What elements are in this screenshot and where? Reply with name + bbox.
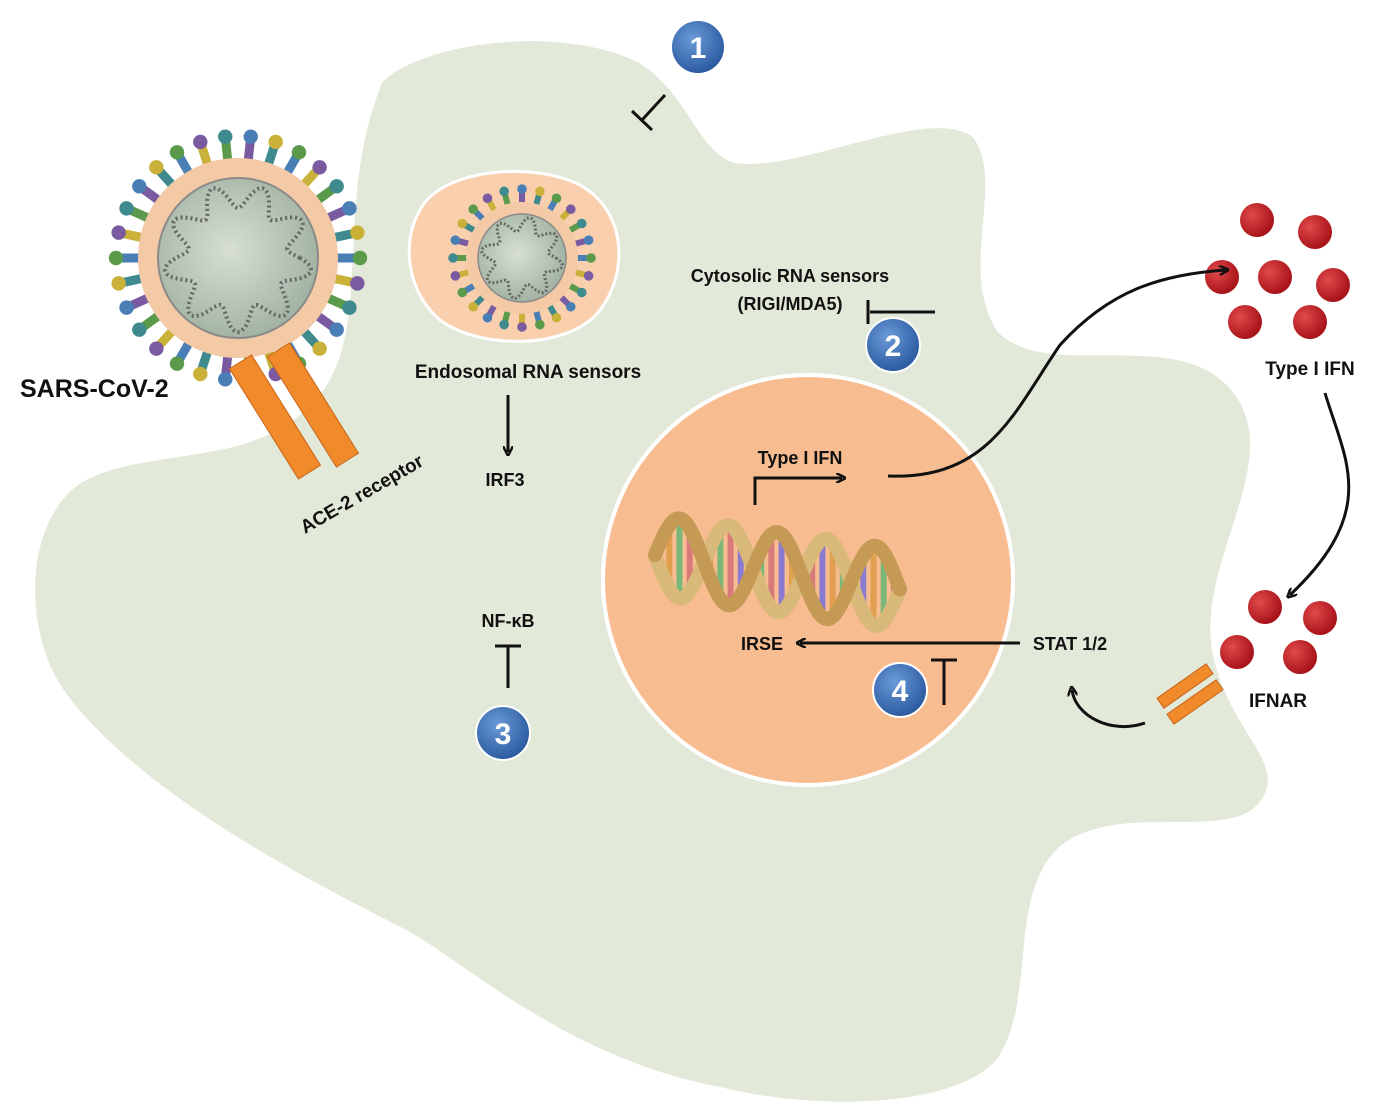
- spike-head: [586, 253, 596, 263]
- spike-head: [583, 235, 594, 245]
- ifn-particle: [1220, 635, 1254, 669]
- ifn-particle: [1283, 640, 1317, 674]
- step-badge-4: 4: [872, 662, 928, 718]
- spike-head: [193, 134, 208, 150]
- inhibition-3: [495, 644, 521, 688]
- arrow-ifnar-signaling: [1072, 690, 1146, 729]
- sars-cov-2-virion: [108, 129, 368, 387]
- spike-head: [517, 184, 527, 194]
- spike-head: [583, 271, 594, 281]
- ifn-particle: [1316, 268, 1350, 302]
- spike-head: [535, 319, 545, 330]
- spike-head: [312, 160, 327, 175]
- spike-head: [576, 218, 587, 229]
- spike-head: [499, 319, 509, 330]
- spike-head: [499, 186, 509, 197]
- step-number: 2: [885, 330, 902, 363]
- spike-head: [169, 356, 185, 371]
- spike-head: [352, 250, 368, 266]
- spike-head: [111, 276, 126, 291]
- ifn-particle: [1293, 305, 1327, 339]
- spike-head: [457, 218, 468, 229]
- spike-head: [565, 301, 576, 312]
- label-cytosolic: Cytosolic RNA sensors: [691, 266, 889, 286]
- spike-head: [342, 300, 357, 315]
- ifn-bound-cluster: [1220, 590, 1337, 674]
- spike-head: [169, 145, 185, 160]
- label-ifnar: IFNAR: [1249, 691, 1307, 712]
- spike-head: [448, 253, 458, 263]
- spike-head: [329, 322, 344, 337]
- spike-head: [551, 193, 562, 204]
- spike-head: [350, 276, 365, 291]
- transcription-start-arrow: [753, 478, 842, 505]
- spike-head: [132, 322, 147, 337]
- arrow-ifn-secretion: [887, 270, 1225, 478]
- spike-head: [535, 186, 545, 197]
- spike-head: [132, 179, 147, 194]
- spike-head: [193, 366, 208, 382]
- ifn-particle: [1240, 203, 1274, 237]
- type-i-ifn-cluster: [1205, 203, 1350, 339]
- step-number: 3: [495, 718, 512, 751]
- label-type1-ifn-gene: Type I IFN: [758, 448, 843, 468]
- ifn-particle: [1298, 215, 1332, 249]
- spike-head: [329, 179, 344, 194]
- spike-head: [450, 271, 461, 281]
- spike-head: [291, 145, 307, 160]
- label-irf3: IRF3: [485, 470, 524, 490]
- label-endosomal: Endosomal RNA sensors: [415, 362, 641, 383]
- spike-head: [312, 341, 327, 356]
- spike-head: [450, 235, 461, 245]
- spike-head: [350, 225, 365, 240]
- step-badge-1: 1: [670, 19, 726, 75]
- spike-head: [149, 341, 164, 356]
- spike-head: [482, 312, 493, 323]
- spike-head: [218, 129, 233, 144]
- inhibition-4: [931, 658, 957, 705]
- arrow-ifn-to-ifnar: [1290, 392, 1351, 595]
- spike-head: [565, 204, 576, 215]
- inhibition-2: [866, 300, 935, 324]
- dna-helix: [648, 511, 907, 633]
- endosomal-viral-rna: [480, 216, 564, 300]
- ifnar-receptor: [1156, 663, 1224, 725]
- spike-head: [342, 201, 357, 216]
- spike-head: [218, 372, 233, 387]
- spike-head: [119, 201, 134, 216]
- spike-head: [517, 322, 527, 332]
- label-virus: SARS-CoV-2: [20, 375, 169, 403]
- label-nfkb: NF-κB: [481, 611, 534, 631]
- label-irse: IRSE: [741, 634, 783, 654]
- spike-head: [268, 134, 283, 150]
- ifn-particle: [1258, 260, 1292, 294]
- spike-head: [576, 287, 587, 298]
- spike-head: [468, 204, 479, 215]
- spike-head: [243, 129, 258, 144]
- spike-head: [119, 300, 134, 315]
- label-type1-ifn: Type I IFN: [1265, 359, 1354, 380]
- ifn-particle: [1228, 305, 1262, 339]
- spike-head: [468, 301, 479, 312]
- spike-head: [482, 193, 493, 204]
- spike-head: [551, 312, 562, 323]
- step-badge-3: 3: [475, 705, 531, 761]
- step-number: 4: [892, 675, 909, 708]
- spike-head: [108, 250, 124, 266]
- step-badge-2: 2: [865, 317, 921, 373]
- spike-head: [111, 225, 126, 240]
- ifn-particle: [1205, 260, 1239, 294]
- spike-head: [149, 160, 164, 175]
- ifn-particle: [1303, 601, 1337, 635]
- inhibition-1: [630, 93, 667, 132]
- step-number: 1: [690, 32, 707, 65]
- ifn-particle: [1248, 590, 1282, 624]
- label-stat: STAT 1/2: [1033, 634, 1107, 654]
- label-rigi-mda5: (RIGI/MDA5): [738, 294, 843, 314]
- spike-head: [457, 287, 468, 298]
- ace2-receptor: [228, 342, 360, 480]
- endosomal-virion: [448, 184, 596, 332]
